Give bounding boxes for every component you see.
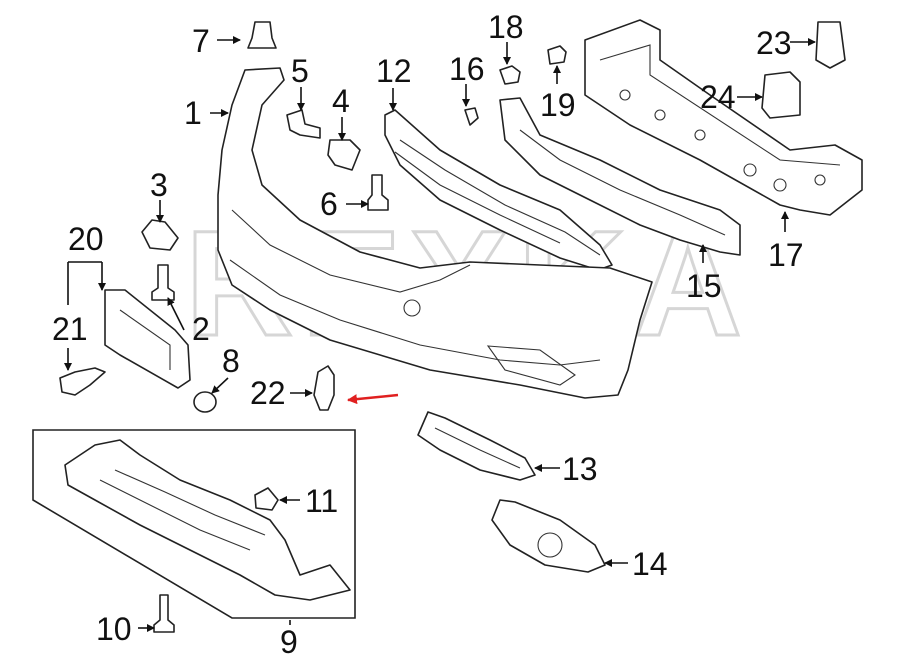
part-3-nut xyxy=(141,219,179,251)
callout-23: 23 xyxy=(756,25,792,61)
fog-lamp-bezel-lower xyxy=(491,499,606,573)
part-10-bolt xyxy=(153,594,175,633)
part-23-sensor xyxy=(815,21,846,69)
part-7-clip xyxy=(247,21,277,49)
callout-21: 21 xyxy=(52,311,88,347)
callout-17: 17 xyxy=(768,237,804,273)
part-16-screw xyxy=(464,107,479,126)
hardware-parts xyxy=(59,21,846,633)
license-plate-bracket xyxy=(104,289,191,389)
callout-14: 14 xyxy=(632,546,668,582)
callout-8: 8 xyxy=(222,343,240,379)
callout-16: 16 xyxy=(449,51,485,87)
part-18-bolt xyxy=(499,65,521,85)
callout-11: 11 xyxy=(305,483,338,519)
callout-1: 1 xyxy=(184,95,202,131)
callout-5: 5 xyxy=(291,53,309,89)
callout-19: 19 xyxy=(540,87,576,123)
part-2-bolt xyxy=(151,264,175,301)
callout-3: 3 xyxy=(150,167,168,203)
callout-18: 18 xyxy=(488,9,524,45)
part-8-plug xyxy=(193,391,217,413)
highlight-arrow xyxy=(347,393,399,405)
callout-10: 10 xyxy=(96,611,132,647)
callout-12: 12 xyxy=(376,53,412,89)
fog-lamp-bezel-upper xyxy=(417,411,536,481)
part-5-bolt xyxy=(286,109,321,139)
part-11-nut xyxy=(254,487,279,511)
callout-7: 7 xyxy=(192,23,210,59)
callout-15: 15 xyxy=(686,268,722,304)
part-21-bolt xyxy=(59,367,106,396)
part-19-bolt xyxy=(547,45,567,65)
bumper-cover xyxy=(217,67,653,399)
part-6-bolt xyxy=(367,174,389,211)
energy-absorber xyxy=(499,97,741,256)
callout-13: 13 xyxy=(562,451,598,487)
callout-24: 24 xyxy=(700,79,736,115)
part-22-clip xyxy=(313,365,335,411)
callout-6: 6 xyxy=(320,186,338,222)
splash-shield-group xyxy=(32,429,356,619)
part-4-bracket xyxy=(327,139,361,171)
part-24-sensor-holder xyxy=(761,71,801,119)
callout-9: 9 xyxy=(280,624,298,660)
callout-labels: 1 2 3 4 5 6 7 8 9 10 11 12 13 14 15 16 1… xyxy=(52,9,804,660)
bumper-reinforcement-bar xyxy=(584,19,863,216)
callout-22: 22 xyxy=(250,375,286,411)
callout-4: 4 xyxy=(332,83,350,119)
leader-lines xyxy=(64,36,816,632)
callout-2: 2 xyxy=(192,311,210,347)
callout-20: 20 xyxy=(68,221,104,257)
